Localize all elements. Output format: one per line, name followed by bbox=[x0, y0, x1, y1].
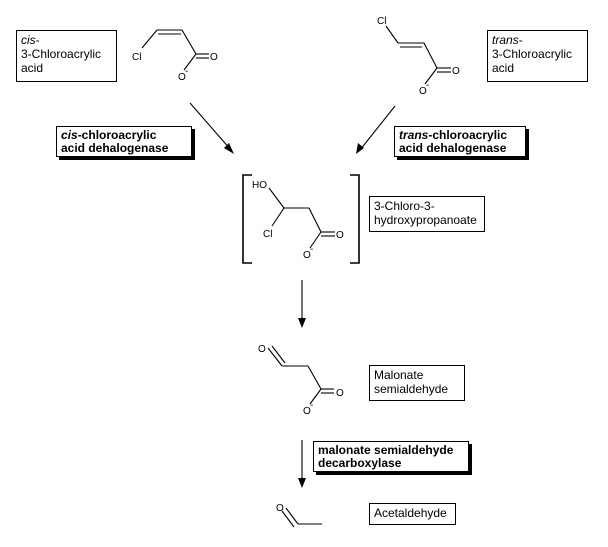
o-atom-label: O bbox=[303, 250, 311, 261]
minus-charge-label: - bbox=[185, 66, 188, 77]
malonate-name-line1: Malonate bbox=[374, 368, 424, 382]
decarboxylase-name-line2: decarboxylase bbox=[318, 456, 402, 470]
o-atom-label: O bbox=[210, 52, 218, 63]
cis-enzyme-prefix: cis bbox=[61, 128, 78, 142]
malonate-semialdehyde-structure: O O O - bbox=[258, 344, 344, 417]
malonate-semialdehyde-label: Malonate semialdehyde bbox=[369, 365, 465, 401]
trans-name-line3: acid bbox=[492, 61, 515, 75]
trans-prefix-dash: - bbox=[518, 33, 523, 47]
cis-enzyme-name-line1: -chloroacrylic bbox=[77, 128, 157, 142]
acetaldehyde-name: Acetaldehyde bbox=[374, 506, 447, 520]
malonate-semialdehyde-decarboxylase-label: malonate semialdehyde decarboxylase bbox=[313, 441, 469, 472]
o-atom-label: O bbox=[178, 72, 186, 83]
trans-enzyme-name-line2: acid dehalogenase bbox=[399, 141, 507, 155]
intermediate-name-line2: hydroxypropanoate bbox=[374, 213, 477, 227]
cl-atom-label: Cl bbox=[377, 16, 386, 27]
trans-enzyme-prefix: trans bbox=[399, 128, 429, 142]
arrow-cis-to-intermediate bbox=[189, 102, 234, 154]
trans-name-line2: 3-Chloroacrylic bbox=[492, 47, 573, 61]
o-atom-label: O bbox=[419, 86, 427, 97]
cis-prefix: cis bbox=[21, 33, 36, 47]
cis-enzyme-name-line2: acid dehalogenase bbox=[61, 141, 169, 155]
cis-name-line3: acid bbox=[21, 61, 44, 75]
intermediate-structure: HO Cl O O - bbox=[252, 180, 344, 261]
acetaldehyde-structure: O bbox=[276, 503, 322, 528]
minus-charge-label: - bbox=[310, 244, 313, 255]
acetaldehyde-label: Acetaldehyde bbox=[369, 503, 456, 525]
o-atom-label: O bbox=[276, 503, 284, 514]
arrow-to-malonate-semialdehyde bbox=[298, 280, 306, 328]
ho-group-label: HO bbox=[252, 180, 267, 191]
trans-enzyme-name-line1: -chloroacrylic bbox=[428, 128, 508, 142]
intermediate-brackets bbox=[242, 174, 360, 264]
o-atom-label: O bbox=[336, 230, 344, 241]
o-atom-label: O bbox=[336, 388, 344, 399]
trans-prefix: trans bbox=[492, 33, 519, 47]
cis-dehalogenase-enzyme-label: cis-chloroacrylic acid dehalogenase bbox=[56, 126, 192, 157]
trans-dehalogenase-enzyme-label: trans-chloroacrylic acid dehalogenase bbox=[394, 126, 526, 157]
trans-chloroacrylate-structure: Cl O O - bbox=[377, 16, 460, 97]
arrow-to-acetaldehyde bbox=[298, 440, 306, 488]
malonate-name-line2: semialdehyde bbox=[374, 382, 449, 396]
o-atom-label: O bbox=[303, 406, 311, 417]
o-atom-label: O bbox=[452, 66, 460, 77]
cis-name-line2: 3-Chloroacrylic bbox=[21, 47, 102, 61]
cis-prefix-dash: - bbox=[35, 33, 40, 47]
arrow-trans-to-intermediate bbox=[356, 105, 396, 154]
intermediate-label: 3-Chloro-3- hydroxypropanoate bbox=[369, 196, 485, 232]
intermediate-name-line1: 3-Chloro-3- bbox=[374, 199, 435, 213]
decarboxylase-name-line1: malonate semialdehyde bbox=[318, 443, 454, 457]
cl-atom-label: Cl bbox=[132, 52, 141, 63]
o-atom-label: O bbox=[258, 344, 266, 355]
minus-charge-label: - bbox=[426, 80, 429, 91]
trans-3-chloroacrylic-acid-label: trans- 3-Chloroacrylic acid bbox=[487, 30, 588, 82]
minus-charge-label: - bbox=[310, 400, 313, 411]
cis-3-chloroacrylic-acid-label: cis- 3-Chloroacrylic acid bbox=[16, 30, 117, 82]
cl-atom-label: Cl bbox=[263, 229, 272, 240]
cis-chloroacrylate-structure: Cl O O - bbox=[132, 29, 218, 83]
